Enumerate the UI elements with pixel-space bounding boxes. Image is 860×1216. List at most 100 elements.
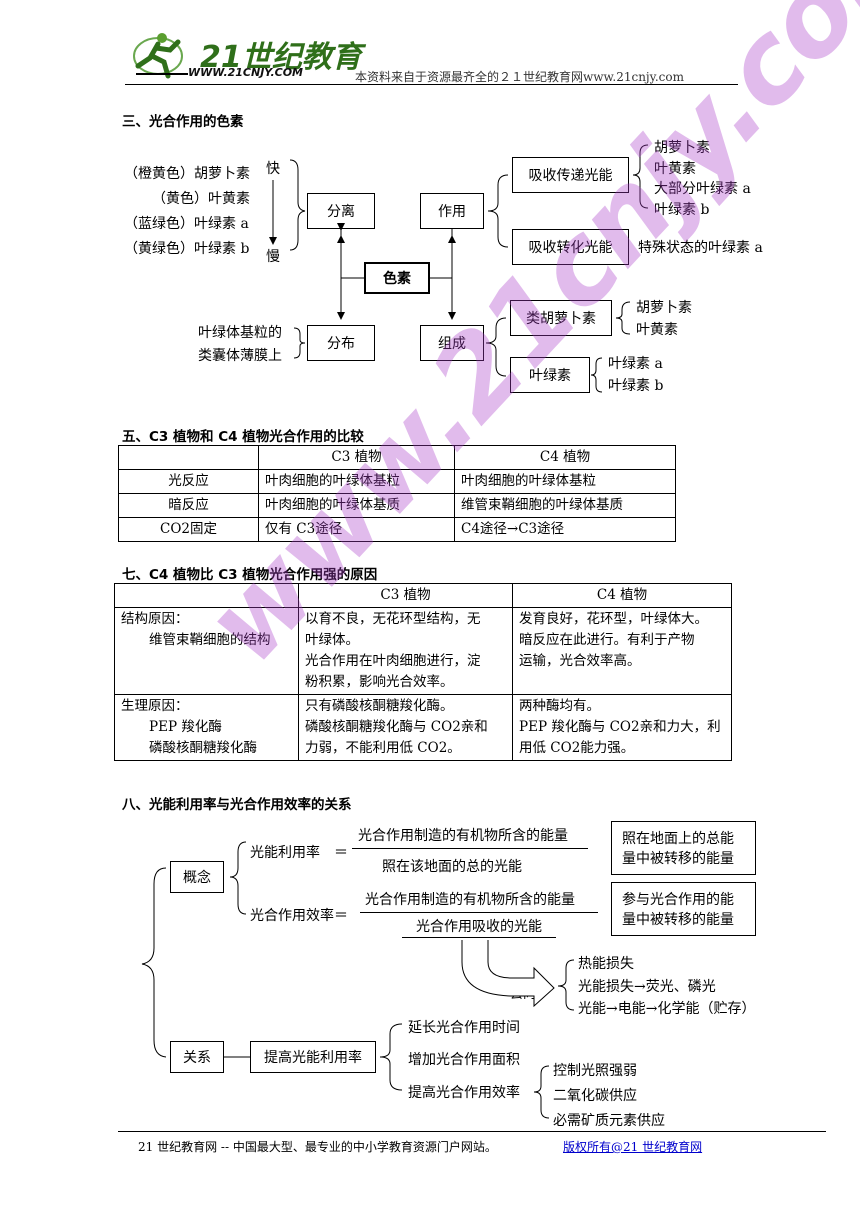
fraction-bar <box>360 912 598 913</box>
light-use-note: 照在地面上的总能 量中被转移的能量 <box>611 821 756 875</box>
table-cell: 发育良好，花环型，叶绿体大。 暗反应在此进行。有利于产物 运输，光合效率高。 <box>512 607 732 695</box>
pigment-4: （黄绿色）叶绿素 b <box>124 241 250 257</box>
section7-title: 七、C4 植物比 C3 植物光合作用强的原因 <box>122 567 378 583</box>
box-chlorophyll: 叶绿素 <box>510 357 590 393</box>
table-cell: 只有磷酸核酮糖羧化酶。 磷酸核酮糖羧化酶与 CO2亲和 力弱，不能利用低 CO2… <box>298 694 513 761</box>
carotenoid-item-1: 胡萝卜素 <box>636 300 692 316</box>
table-cell: 维管束鞘细胞的叶绿体基质 <box>454 493 676 518</box>
cell-line: 用低 CO2能力强。 <box>519 740 635 756</box>
photo-eff-numerator: 光合作用制造的有机物所含的能量 <box>365 892 575 908</box>
table-header-empty <box>118 445 259 470</box>
improve-item-1: 延长光合作用时间 <box>408 1020 520 1036</box>
table-row: 光反应 叶肉细胞的叶绿体基粒 叶肉细胞的叶绿体基粒 <box>118 469 676 494</box>
logo-text: 21世纪教育 <box>200 40 362 75</box>
box-relation: 关系 <box>170 1041 224 1073</box>
table-row: C3 植物 C4 植物 <box>114 583 732 608</box>
chlorophyll-item-1: 叶绿素 a <box>608 356 663 372</box>
box-fenbu: 分布 <box>307 325 375 361</box>
footer-rule <box>118 1131 826 1132</box>
header-tagline: 本资料来自于资源最齐全的２１世纪教育网www.21cnjy.com <box>355 70 684 84</box>
table-header-c4: C4 植物 <box>512 583 732 608</box>
box-zucheng: 组成 <box>420 325 484 361</box>
cell-line: 暗反应在此进行。有利于产物 <box>519 632 695 648</box>
cell-line: 两种酶均有。 <box>519 698 600 714</box>
row-label: 生理原因： <box>121 698 189 714</box>
fraction-bar <box>352 848 588 849</box>
transfer-item-2: 叶黄素 <box>654 161 696 177</box>
footer-copyright-link[interactable]: 版权所有@21 世纪教育网 <box>563 1140 703 1154</box>
section8-title: 八、光能利用率与光合作用效率的关系 <box>122 797 352 813</box>
row-label: 结构原因： <box>121 611 189 627</box>
cell-line: 只有磷酸核酮糖羧化酶。 <box>305 698 454 714</box>
runner-icon <box>133 33 188 79</box>
efficiency-item-1: 控制光照强弱 <box>553 1063 637 1079</box>
carotenoid-item-2: 叶黄素 <box>636 322 678 338</box>
table-header-c4: C4 植物 <box>454 445 676 470</box>
photo-eff-denominator: 光合作用吸收的光能 <box>402 914 556 938</box>
loss-2: 光能损失→荧光、磷光 <box>578 979 716 995</box>
efficiency-item-3: 必需矿质元素供应 <box>553 1113 665 1129</box>
transfer-item-4: 叶绿素 b <box>654 202 710 218</box>
location-1: 叶绿体基粒的 <box>198 325 282 341</box>
box-concept: 概念 <box>170 861 224 893</box>
location-2: 类囊体薄膜上 <box>198 348 282 364</box>
table-row: C3 植物 C4 植物 <box>118 445 676 470</box>
box-absorb-transfer: 吸收传递光能 <box>512 157 629 193</box>
table-header-c3: C3 植物 <box>258 445 455 470</box>
table-cell: 以育不良，无花环型结构，无 叶绿体。 光合作用在叶肉细胞进行，淀 粉积累，影响光… <box>298 607 513 695</box>
box-carotenoid: 类胡萝卜素 <box>510 300 612 336</box>
label-fast: 快 <box>266 161 280 177</box>
table-row: 生理原因： PEP 羧化酶 磷酸核酮糖羧化酶 只有磷酸核酮糖羧化酶。 磷酸核酮糖… <box>114 694 732 761</box>
table-cell: 光反应 <box>118 469 259 494</box>
table-cell: 叶肉细胞的叶绿体基粒 <box>258 469 455 494</box>
cell-line: PEP 羧化酶与 CO2亲和力大，利 <box>519 719 721 735</box>
box-absorb-convert: 吸收转化光能 <box>512 229 629 265</box>
header-rule <box>125 84 738 85</box>
table-cell: 仅有 C3途径 <box>258 517 455 542</box>
transfer-item-3: 大部分叶绿素 a <box>654 181 751 197</box>
row-sublabel: 维管束鞘细胞的结构 <box>149 632 271 648</box>
footer-left: 21 世纪教育网 -- 中国最大型、最专业的中小学教育资源门户网站。 <box>138 1140 497 1154</box>
cell-line: 发育良好，花环型，叶绿体大。 <box>519 611 708 627</box>
loss-1: 热能损失 <box>578 956 634 972</box>
box-sesu: 色素 <box>364 262 430 294</box>
pigment-1: （橙黄色）胡萝卜素 <box>124 166 250 182</box>
table-row: CO2固定 仅有 C3途径 C4途径→C3途径 <box>118 517 676 542</box>
logo-url: WWW.21CNJY.COM <box>188 66 303 79</box>
row-sublabel: 磷酸核酮糖羧化酶 <box>149 740 257 756</box>
photo-eff-label: 光合作用效率＝ <box>250 908 348 924</box>
cell-line: 粉积累，影响光合效率。 <box>305 674 454 690</box>
site-logo <box>128 26 328 82</box>
table-cell: C4途径→C3途径 <box>454 517 676 542</box>
table-cell: 生理原因： PEP 羧化酶 磷酸核酮糖羧化酶 <box>114 694 299 761</box>
efficiency-item-2: 二氧化碳供应 <box>553 1088 637 1104</box>
improve-item-2: 增加光合作用面积 <box>408 1052 520 1068</box>
improve-item-3: 提高光合作用效率 <box>408 1085 520 1101</box>
light-use-label: 光能利用率 ＝ <box>250 845 348 861</box>
chlorophyll-item-2: 叶绿素 b <box>608 378 664 394</box>
table-cell: 两种酶均有。 PEP 羧化酶与 CO2亲和力大，利 用低 CO2能力强。 <box>512 694 732 761</box>
cell-line: 运输，光合效率高。 <box>519 653 641 669</box>
reason-table: C3 植物 C4 植物 结构原因： 维管束鞘细胞的结构 以育不良，无花环型结构，… <box>114 583 732 761</box>
cell-line: 光合作用在叶肉细胞进行，淀 <box>305 653 481 669</box>
box-zuoyong: 作用 <box>420 193 484 229</box>
photo-eff-note: 参与光合作用的能 量中被转移的能量 <box>611 882 756 936</box>
cell-line: 叶绿体。 <box>305 632 359 648</box>
cell-line: 以育不良，无花环型结构，无 <box>305 611 481 627</box>
table-cell: CO2固定 <box>118 517 259 542</box>
note-line: 量中被转移的能量 <box>622 912 734 928</box>
comparison-table: C3 植物 C4 植物 光反应 叶肉细胞的叶绿体基粒 叶肉细胞的叶绿体基粒 暗反… <box>118 445 676 542</box>
transfer-item-1: 胡萝卜素 <box>654 140 710 156</box>
convert-item: 特殊状态的叶绿素 a <box>638 240 763 256</box>
note-line: 量中被转移的能量 <box>622 851 734 867</box>
note-line: 照在地面上的总能 <box>622 831 734 847</box>
section5-title: 五、C3 植物和 C4 植物光合作用的比较 <box>122 429 364 445</box>
cell-line: 力弱，不能利用低 CO2。 <box>305 740 461 756</box>
table-row: 结构原因： 维管束鞘细胞的结构 以育不良，无花环型结构，无 叶绿体。 光合作用在… <box>114 607 732 695</box>
section3-title: 三、光合作用的色素 <box>122 114 244 130</box>
note-line: 参与光合作用的能 <box>622 892 734 908</box>
cell-line: 磷酸核酮糖羧化酶与 CO2亲和 <box>305 719 488 735</box>
pigment-3: （蓝绿色）叶绿素 a <box>124 216 249 232</box>
